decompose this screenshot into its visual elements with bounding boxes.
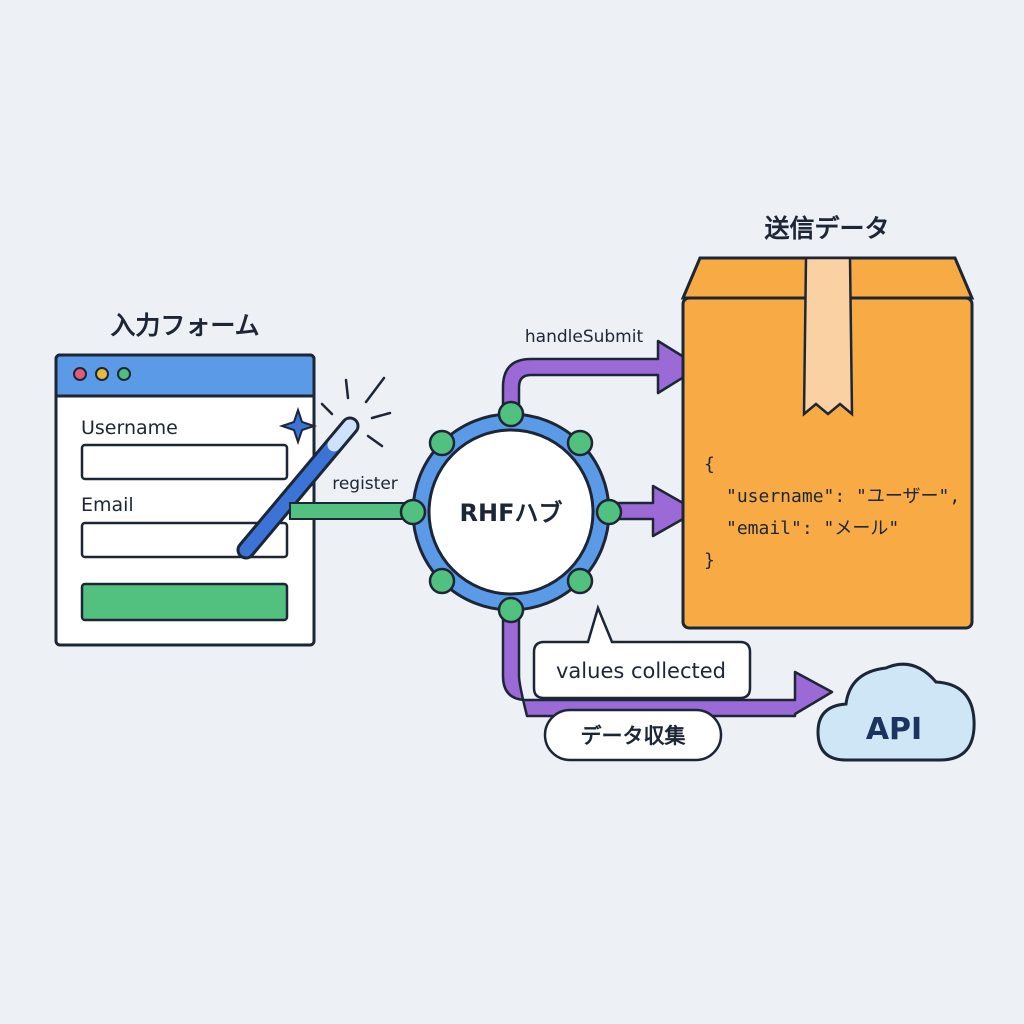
hub-node-bottom-right (566, 567, 594, 595)
hub-node-bottom-left (428, 567, 456, 595)
data-collection-label: データ収集 (581, 724, 687, 748)
code-line-username: "username": "ユーザー", (726, 486, 960, 507)
handle-submit-arrow (501, 339, 702, 432)
hub-node-right (595, 498, 623, 526)
hub-node-top (497, 400, 525, 428)
api-cloud-icon (816, 662, 976, 762)
values-collected-bubble (532, 604, 752, 700)
email-input[interactable] (80, 521, 289, 559)
values-collected-arrow (501, 598, 834, 718)
sparkle-rays-icon (320, 376, 392, 448)
window-dot-maximize[interactable] (117, 367, 131, 381)
hub-core (427, 428, 595, 596)
hub-node-top-left (428, 429, 456, 457)
package-title: 送信データ (764, 214, 889, 243)
window-dot-minimize[interactable] (95, 367, 109, 381)
submit-button[interactable] (80, 582, 289, 622)
api-label: API (866, 712, 922, 747)
hub-node-left (399, 498, 427, 526)
package-tape (802, 256, 854, 417)
register-connector (289, 502, 415, 520)
form-title-bar (54, 353, 316, 398)
form-window (54, 353, 316, 647)
hub-label: RHFハブ (460, 499, 563, 527)
code-line-close: } (704, 550, 715, 571)
hub-node-top-right (566, 429, 594, 457)
package-box (680, 256, 975, 630)
username-label: Username (81, 417, 178, 439)
window-dot-close[interactable] (73, 367, 87, 381)
form-title: 入力フォーム (110, 311, 259, 340)
values-collected-label: values collected (556, 659, 726, 683)
sparkle-icon (278, 406, 318, 446)
magic-wand-icon (236, 416, 360, 560)
register-label: register (332, 474, 398, 494)
hub-node-bottom (497, 596, 525, 624)
username-input[interactable] (80, 443, 289, 481)
code-line-open: { (704, 454, 715, 475)
handle-submit-label: handleSubmit (525, 327, 644, 347)
email-label: Email (81, 494, 134, 516)
code-line-email: "email": "メール" (726, 518, 899, 539)
data-collection-pill (543, 708, 723, 762)
